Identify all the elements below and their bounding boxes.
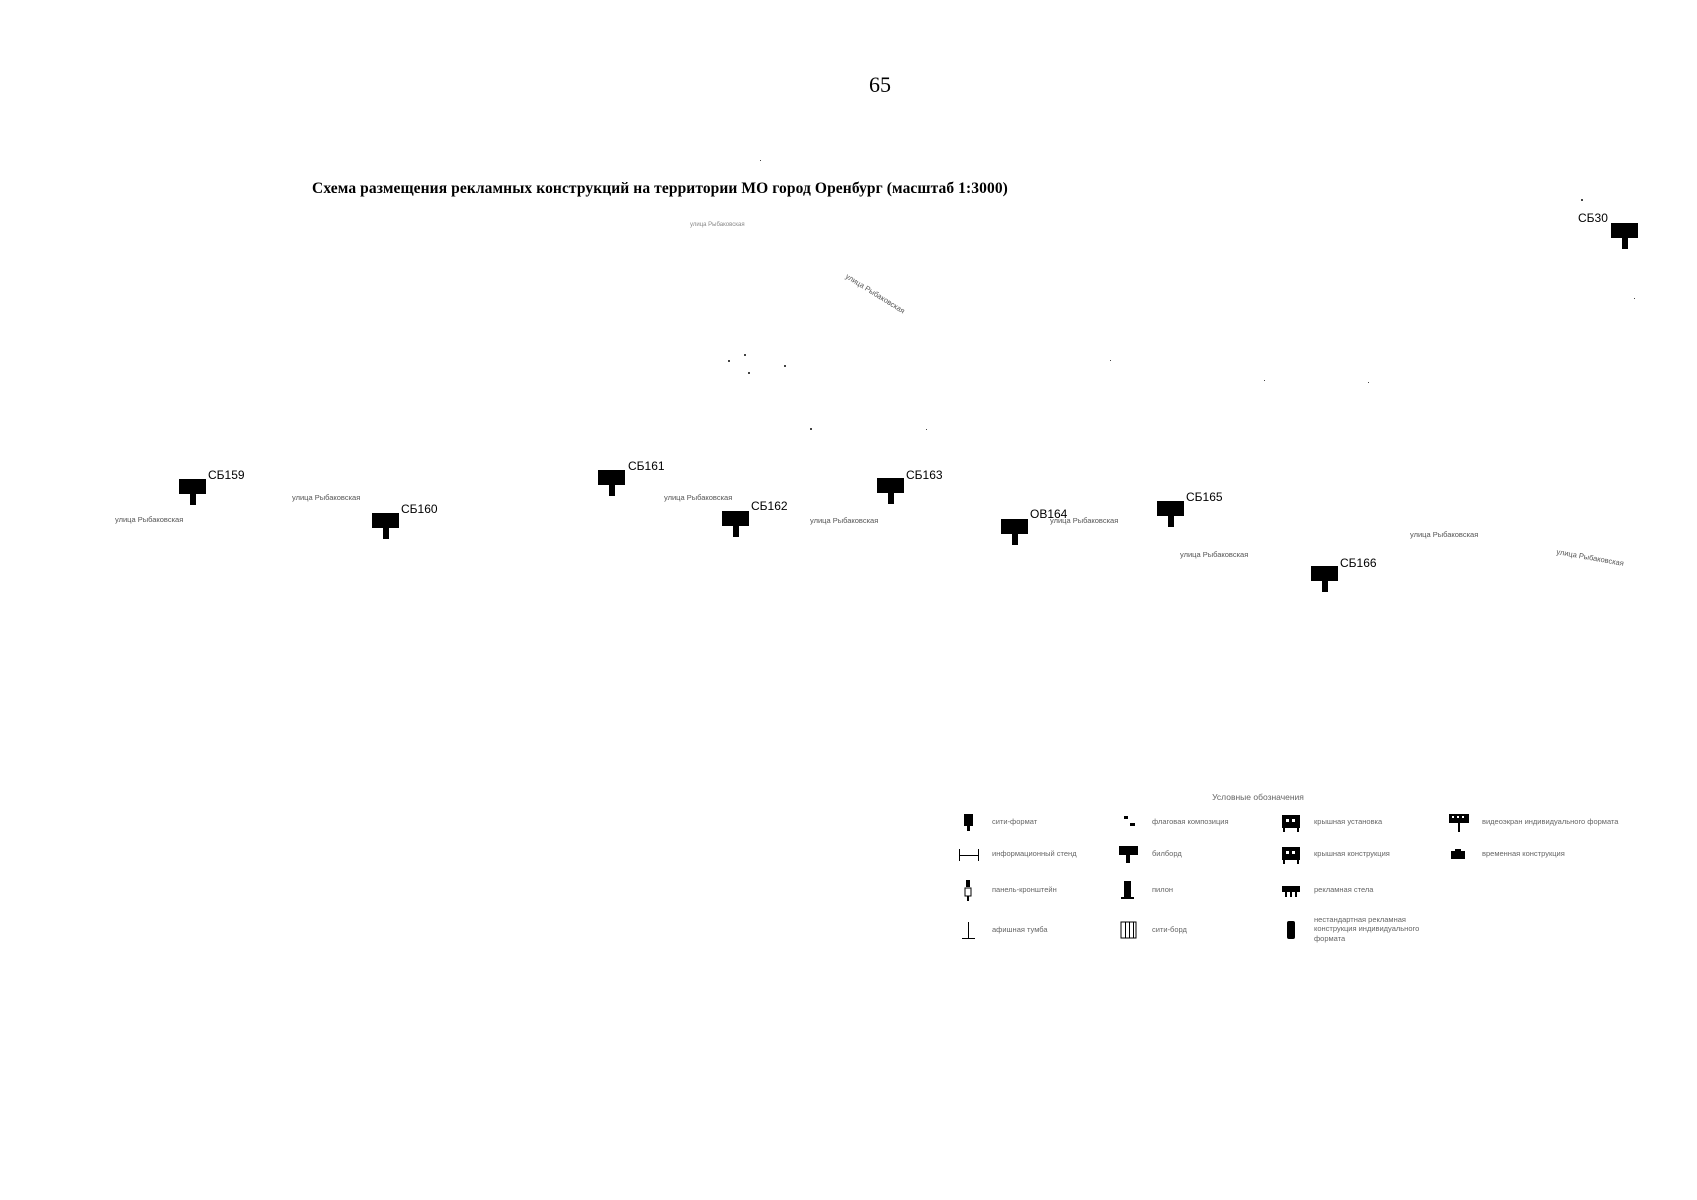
temporary-construction-icon: [1448, 844, 1470, 866]
billboard-icon: [598, 470, 625, 496]
map-mark: [926, 429, 927, 430]
small-format-icon: [958, 812, 980, 834]
billboard-marker-sb159[interactable]: [178, 478, 208, 506]
marker-label-sb159: СБ159: [208, 468, 245, 482]
map-mark: [1368, 382, 1369, 383]
marker-label-sb165: СБ165: [1186, 490, 1223, 504]
billboard-icon: [1311, 566, 1338, 592]
panel-bracket-icon: [958, 880, 980, 902]
street-label: улица Рыбаковская: [1180, 550, 1249, 559]
marker-label-sb161: СБ161: [628, 459, 665, 473]
map-mark: [1634, 298, 1635, 299]
billboard-marker-sb30[interactable]: [1610, 222, 1640, 250]
billboard-icon: [877, 478, 904, 504]
street-label: улица Рыбаковская: [292, 493, 361, 502]
map-mark: [784, 365, 786, 367]
map-mark: [760, 160, 761, 161]
map-mark: [1110, 360, 1111, 361]
street-label: улица Рыбаковская: [1410, 530, 1479, 539]
billboard-icon: [179, 479, 206, 505]
billboard-marker-sb161[interactable]: [597, 469, 627, 497]
city-board-icon: [1118, 920, 1140, 942]
marker-label-sb160: СБ160: [401, 502, 438, 516]
advertising-stand-icon: [1280, 880, 1302, 902]
map-mark: [748, 372, 750, 374]
legend-title: Условные обозначения: [1212, 792, 1304, 802]
map-mark: [1264, 380, 1265, 381]
billboard-marker-sb160[interactable]: [371, 512, 401, 540]
marker-label-sb30: СБ30: [1578, 211, 1608, 225]
street-label: улица Рыбаковская: [1050, 516, 1119, 525]
marker-label-sb162: СБ162: [751, 499, 788, 513]
billboard-icon: [722, 511, 749, 537]
street-label: улица Рыбаковская: [843, 271, 907, 316]
marker-label-sb166: СБ166: [1340, 556, 1377, 570]
marker-label-sb163: СБ163: [906, 468, 943, 482]
street-label: улица Рыбаковская: [690, 222, 745, 228]
map-mark: [810, 428, 812, 430]
street-label: улица Рыбаковская: [115, 515, 184, 524]
street-label: улица Рыбаковская: [810, 516, 879, 525]
street-label: улица Рыбаковская: [664, 493, 733, 502]
marker-label-ov164: ОВ164: [1030, 507, 1068, 521]
billboard-marker-sb162[interactable]: [721, 510, 751, 538]
billboard-marker-sb165[interactable]: [1156, 500, 1186, 528]
pylon-icon: [1118, 880, 1140, 902]
legend: Условные обозначения сити-формат флагова…: [958, 782, 1618, 962]
billboard-icon: [1611, 223, 1638, 249]
video-screen-icon: [1448, 812, 1470, 834]
street-label: улица Рыбаковская: [1555, 547, 1625, 568]
individual-format-icon: [1280, 920, 1302, 942]
roof-installation-icon: [1280, 812, 1302, 834]
billboard-icon: [372, 513, 399, 539]
roof-construction-icon: [1280, 844, 1302, 866]
map-mark: [728, 360, 730, 362]
flag-composition-icon: [1118, 812, 1140, 834]
billboard-icon: [1118, 844, 1140, 866]
map-title: Схема размещения рекламных конструкций н…: [312, 180, 1008, 197]
billboard-marker-ov164[interactable]: [1000, 518, 1030, 546]
map-mark: [1581, 199, 1583, 201]
billboard-marker-sb163[interactable]: [876, 477, 906, 505]
billboard-marker-sb166[interactable]: [1310, 565, 1340, 593]
page-number: 65: [869, 72, 891, 97]
info-stand-icon: [958, 844, 980, 866]
billboard-icon: [1001, 519, 1028, 545]
map-mark: [744, 354, 746, 356]
poster-stand-icon: [958, 920, 980, 942]
billboard-icon: [1157, 501, 1184, 527]
